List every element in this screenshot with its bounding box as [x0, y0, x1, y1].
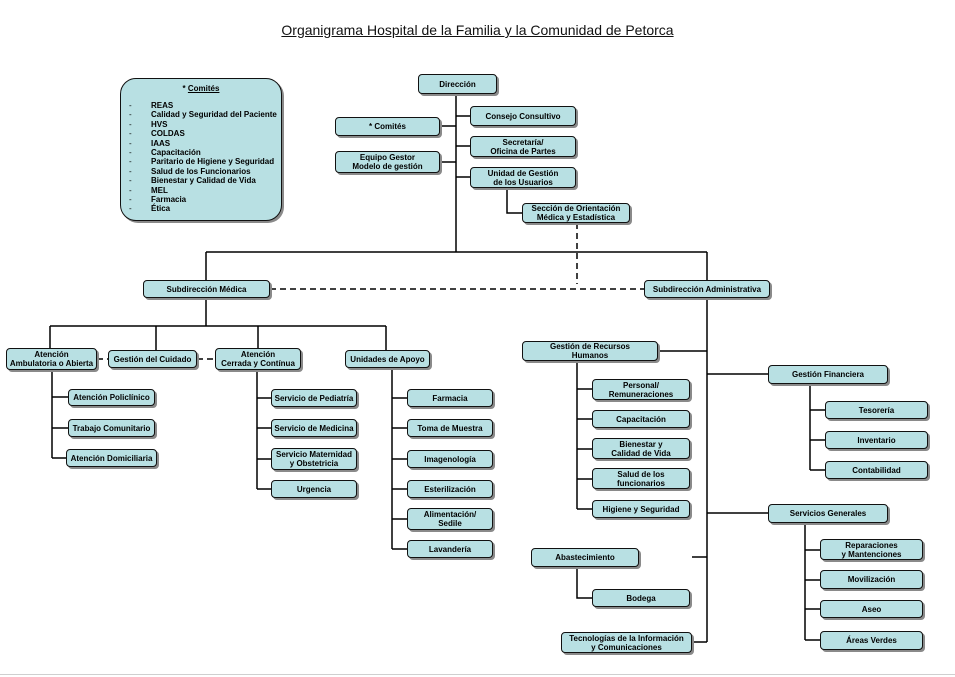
legend-item: - Farmacia [129, 195, 277, 204]
legend-item-label: HVS [151, 119, 168, 129]
node-atencion-cerrada: Atención Cerrada y Contínua [215, 348, 301, 370]
legend-item: - Paritario de Higiene y Seguridad [129, 157, 277, 166]
legend-item-label: IAAS [151, 138, 171, 148]
node-imagenologia: Imagenología [407, 450, 493, 468]
node-secretaria: Secretaría/ Oficina de Partes [470, 136, 576, 157]
legend-bullet: - [129, 157, 132, 167]
node-gestion-cuidado: Gestión del Cuidado [108, 350, 197, 368]
node-servicios-generales: Servicios Generales [768, 504, 888, 523]
node-tesoreria: Tesorería [825, 401, 928, 419]
node-comites: * Comités [335, 117, 440, 136]
legend-bullet: - [129, 148, 132, 158]
legend-item: - Capacitación [129, 148, 277, 157]
comites-legend: * Comités - REAS - Calidad y Seguridad del … [120, 78, 282, 221]
legend-item: - MEL [129, 186, 277, 195]
legend-item-label: Ética [151, 204, 171, 214]
node-direccion: Dirección [418, 74, 497, 94]
node-capacitacion: Capacitación [592, 410, 690, 428]
legend-bullet: - [129, 195, 132, 205]
node-toma-muestra: Toma de Muestra [407, 419, 493, 437]
node-subdireccion-administrativa: Subdirección Administrativa [644, 280, 770, 298]
legend-item-label: MEL [151, 185, 168, 195]
legend-bullet: - [129, 166, 132, 176]
node-tecnologias: Tecnologías de la Información y Comunica… [561, 632, 692, 653]
node-personal-remuneraciones: Personal/ Remuneraciones [592, 379, 690, 400]
node-servicio-maternidad: Servicio Maternidad y Obstetricia [271, 448, 357, 470]
node-unidad-gestion-usuarios: Unidad de Gestión de los Usuarios [470, 167, 576, 188]
legend-item: - IAAS [129, 139, 277, 148]
node-trabajo-comunitario: Trabajo Comunitario [68, 419, 155, 437]
legend-item: - Ética [129, 204, 277, 213]
legend-bullet: - [129, 185, 132, 195]
node-higiene-seguridad: Higiene y Seguridad [592, 500, 690, 518]
legend-item: - Bienestar y Calidad de Vida [129, 176, 277, 185]
legend-title: * Comités [121, 84, 281, 93]
node-gestion-financiera: Gestión Financiera [768, 365, 888, 384]
node-servicio-pediatria: Servicio de Pediatría [271, 389, 357, 407]
legend-item: - Calidad y Seguridad del Paciente [129, 110, 277, 119]
page-title: Organigrama Hospital de la Familia y la … [281, 22, 674, 38]
legend-title-text: Comités [187, 84, 220, 93]
legend-bullet: - [129, 110, 132, 120]
node-areas-verdes: Áreas Verdes [820, 631, 923, 650]
legend-item: - COLDAS [129, 129, 277, 138]
node-atencion-ambulatoria: Atención Ambulatoria o Abierta [6, 348, 97, 370]
node-aseo: Aseo [820, 600, 923, 618]
legend-item-label: COLDAS [151, 129, 185, 139]
legend-bullet: - [129, 176, 132, 186]
node-salud-funcionarios: Salud de los funcionarios [592, 468, 690, 489]
node-equipo-gestor: Equipo Gestor Modelo de gestión [335, 151, 440, 173]
node-alimentacion: Alimentación/ Sedile [407, 508, 493, 530]
node-farmacia: Farmacia [407, 389, 493, 407]
node-reparaciones: Reparaciones y Mantenciones [820, 539, 923, 560]
node-servicio-medicina: Servicio de Medicina [271, 419, 357, 437]
node-bienestar: Bienestar y Calidad de Vida [592, 438, 690, 459]
legend-list: - REAS - Calidad y Seguridad del Paciente - H… [129, 101, 277, 214]
node-subdireccion-medica: Subdirección Médica [143, 280, 270, 298]
legend-bullet: - [129, 129, 132, 139]
node-esterilizacion: Esterilización [407, 480, 493, 498]
legend-item-label: Bienestar y Calidad de Vida [151, 176, 256, 186]
node-urgencia: Urgencia [271, 480, 357, 498]
node-unidades-apoyo: Unidades de Apoyo [345, 350, 430, 368]
legend-item: - Salud de los Funcionarios [129, 167, 277, 176]
bottom-divider [0, 674, 955, 675]
node-consejo-consultivo: Consejo Consultivo [470, 106, 576, 126]
node-gestion-recursos-humanos: Gestión de Recursos Humanos [522, 341, 658, 361]
node-seccion-orientacion: Sección de Orientación Médica y Estadíst… [522, 203, 630, 223]
legend-item-label: Capacitación [151, 148, 201, 158]
node-abastecimiento: Abastecimiento [531, 548, 639, 567]
legend-bullet: - [129, 101, 132, 110]
legend-item-label: Paritario de Higiene y Seguridad [151, 157, 275, 167]
node-bodega: Bodega [592, 589, 690, 607]
legend-bullet: - [129, 138, 132, 148]
legend-item-label: REAS [151, 101, 174, 110]
legend-item-label: Farmacia [151, 195, 187, 205]
legend-bullet: - [129, 119, 132, 129]
node-lavanderia: Lavandería [407, 540, 493, 558]
node-inventario: Inventario [825, 431, 928, 449]
node-atencion-domiciliaria: Atención Domiciliaria [66, 449, 157, 467]
node-movilizacion: Movilización [820, 570, 923, 589]
legend-item: - REAS [129, 101, 277, 110]
legend-asterisk: * [182, 84, 186, 93]
legend-item-label: Salud de los Funcionarios [151, 166, 251, 176]
node-atencion-policlinico: Atención Policlínico [68, 389, 155, 406]
legend-item-label: Calidad y Seguridad del Paciente [151, 110, 277, 120]
legend-bullet: - [129, 204, 132, 214]
legend-item: - HVS [129, 120, 277, 129]
node-contabilidad: Contabilidad [825, 461, 928, 479]
